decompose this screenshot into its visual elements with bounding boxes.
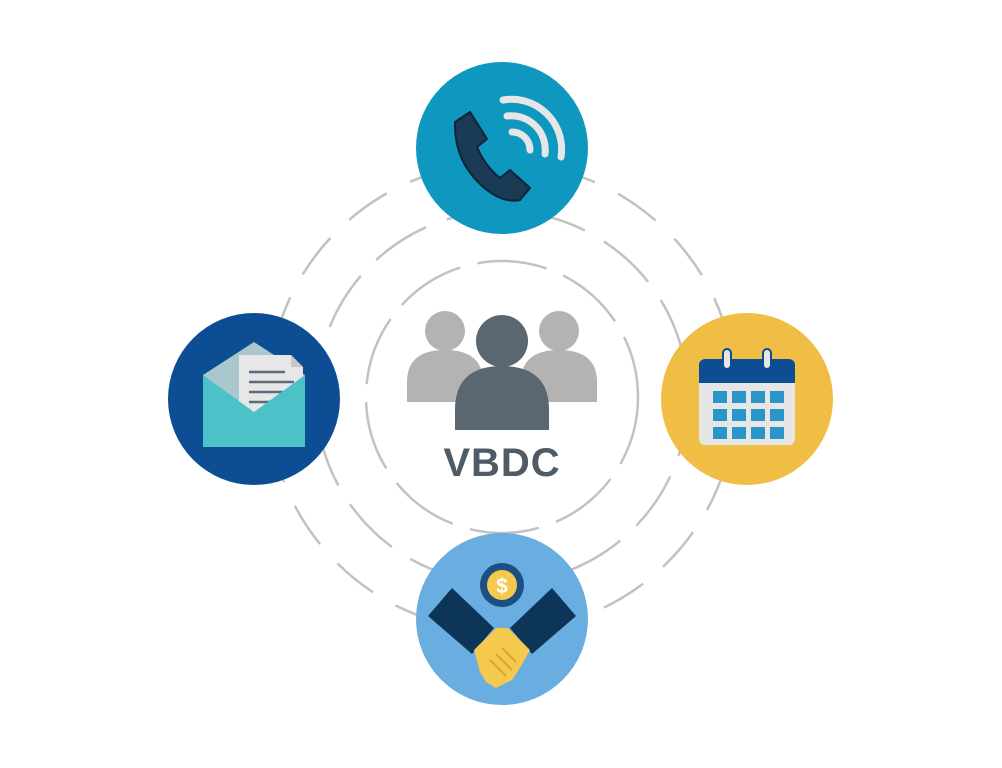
deal-node: $ — [416, 533, 588, 705]
calendar-node — [661, 313, 833, 485]
calendar-day-cell — [713, 409, 727, 421]
calendar-ring-right — [762, 348, 772, 370]
phone-handset — [453, 111, 531, 202]
phone-call-icon — [453, 95, 566, 202]
signal-wave-medium — [503, 112, 549, 158]
team-person-front-head — [476, 315, 528, 367]
calendar-day-cell — [732, 409, 746, 421]
calendar-day-cell — [770, 391, 784, 403]
calendar-day-cell — [732, 391, 746, 403]
phone-node — [416, 62, 588, 234]
calendar-day-cell — [770, 409, 784, 421]
coin — [487, 570, 517, 600]
clasped-hands — [474, 628, 530, 688]
calendar-day-cell — [751, 427, 765, 439]
team-person-left-head — [425, 311, 465, 351]
signal-wave-small — [508, 128, 534, 154]
calendar-day-cell — [751, 391, 765, 403]
envelope-document-icon — [203, 342, 305, 447]
deal-node-circle — [416, 533, 588, 705]
calendar-day-cell — [713, 391, 727, 403]
document-fold — [291, 355, 303, 367]
dollar-sign-icon: $ — [496, 575, 508, 598]
calendar-day-cell — [713, 427, 727, 439]
team-person-front-body — [455, 366, 549, 430]
finger-lines — [489, 647, 517, 677]
handshake-dollar-icon: $ — [428, 563, 576, 688]
calendar-day-grid — [713, 391, 784, 439]
center-label: VBDC — [443, 441, 560, 485]
email-node — [168, 313, 340, 485]
calendar-icon — [699, 348, 795, 445]
signal-wave-large — [499, 95, 566, 161]
team-icon — [407, 311, 597, 430]
right-sleeve — [510, 588, 576, 654]
calendar-day-cell — [770, 427, 784, 439]
team-person-right-head — [539, 311, 579, 351]
envelope-body — [203, 375, 305, 447]
calendar-day-cell — [732, 427, 746, 439]
phone-node-circle — [416, 62, 588, 234]
calendar-day-cell — [751, 409, 765, 421]
left-sleeve — [428, 588, 494, 654]
calendar-ring-left — [722, 348, 732, 370]
